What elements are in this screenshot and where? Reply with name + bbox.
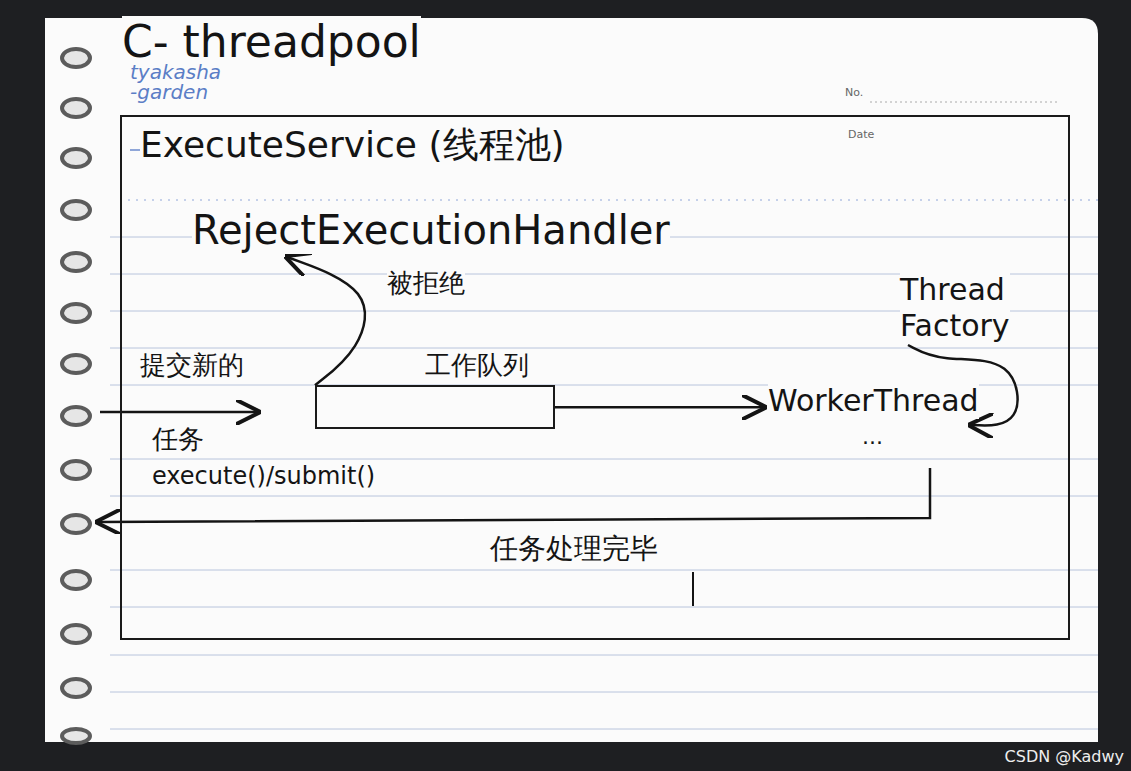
- factory-node: Thread Factory: [900, 272, 1010, 344]
- tick-mark: [692, 572, 694, 606]
- ruled-lines: [110, 200, 1098, 729]
- worker-node: WorkerThread: [768, 383, 979, 419]
- flow-arrow: [555, 406, 764, 409]
- field-label: Date: [848, 128, 874, 141]
- work-queue: 工作队列: [315, 350, 555, 429]
- stamp-text: tyakasha -garden: [130, 62, 221, 102]
- node-text: WorkerThread: [768, 383, 979, 419]
- watermark: CSDN @Kadwy: [1005, 747, 1124, 766]
- node-text: Thread Factory: [900, 272, 1010, 344]
- edge-label: 被拒绝: [387, 268, 465, 299]
- node-text: 工作队列: [315, 350, 555, 381]
- number-line: [870, 102, 1060, 103]
- field-label: No.: [845, 86, 863, 99]
- ellipsis: ...: [862, 424, 883, 450]
- flow-arrow: [287, 257, 365, 385]
- paper: [45, 18, 1098, 742]
- spiral-rings: [62, 49, 90, 743]
- queue-box: [315, 385, 555, 429]
- method-label: execute()/submit(): [152, 462, 375, 491]
- handler-node: RejectExecutionHandler: [192, 206, 670, 254]
- arrow-note: 任务: [152, 424, 204, 455]
- return-note: 任务处理完毕: [490, 532, 658, 566]
- arrow-note: 提交新的: [140, 350, 244, 381]
- node-text: RejectExecutionHandler: [192, 206, 670, 254]
- node-text: ExecuteService (线程池): [140, 123, 1068, 166]
- submit-arrow: [100, 411, 258, 414]
- page-title: C- threadpool: [122, 16, 421, 69]
